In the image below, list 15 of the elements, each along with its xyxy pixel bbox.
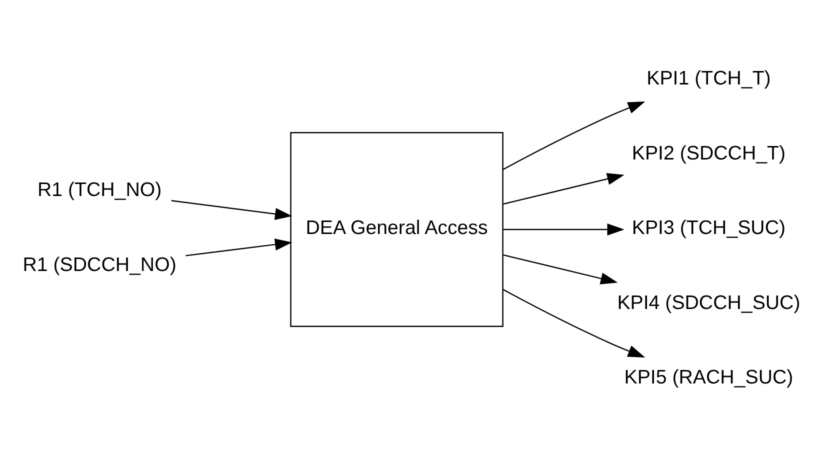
node-text: KPI2 (SDCCH_T): [632, 142, 786, 164]
node-text: KPI4 (SDCCH_SUC): [617, 291, 800, 314]
arrow: [502, 288, 646, 357]
node-text: KPI3 (TCH_SUC): [632, 216, 786, 239]
arrow: [171, 200, 292, 220]
arrow: [502, 101, 646, 170]
node-text: KPI5 (RACH_SUC): [624, 366, 794, 388]
node-text: KPI1 (TCH_T): [646, 67, 771, 90]
arrow: [503, 254, 618, 284]
node-text: R1 (TCH_NO): [37, 178, 162, 201]
arrow: [503, 172, 624, 204]
node-text: R1 (SDCCH_NO): [22, 253, 176, 276]
arrow: [503, 222, 624, 236]
node-box: DEA General Access: [290, 132, 504, 326]
arrow: [186, 238, 292, 256]
